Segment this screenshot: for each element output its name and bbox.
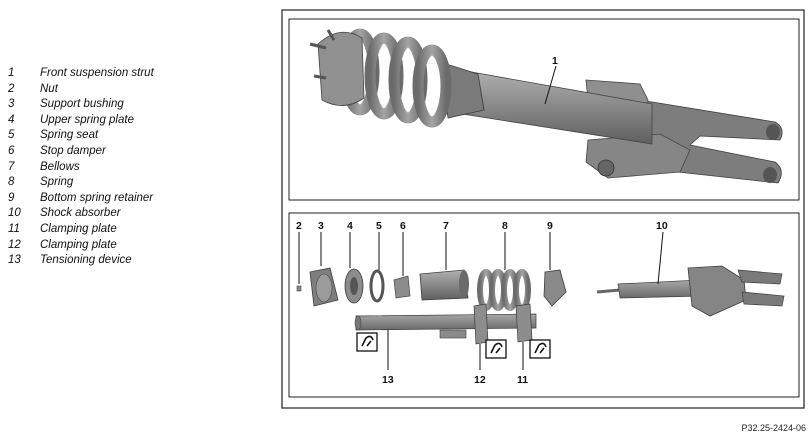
part-tensioning-device	[354, 313, 537, 370]
legend-item: 8 Spring	[8, 175, 278, 191]
legend-label: Clamping plate	[40, 222, 117, 235]
legend-item: 7 Bellows	[8, 160, 278, 176]
legend-item: 13 Tensioning device	[8, 253, 278, 269]
callout-6: 6	[400, 220, 406, 232]
legend-number: 13	[8, 254, 21, 267]
legend-label: Bellows	[40, 160, 80, 173]
legend-label: Support bushing	[40, 98, 124, 111]
callout-5: 5	[376, 220, 382, 232]
legend-label: Stop damper	[40, 144, 106, 157]
legend-number: 7	[8, 160, 15, 173]
part-spring	[477, 232, 531, 311]
callout-4: 4	[347, 220, 353, 232]
legend-label: Clamping plate	[40, 238, 117, 251]
legend-number: 6	[8, 144, 15, 157]
legend-number: 1	[8, 67, 15, 79]
legend-item: 12 Clamping plate	[8, 238, 278, 254]
legend-label: Shock absorber	[40, 207, 121, 220]
assembled-strut	[309, 28, 783, 184]
legend-label: Spring	[40, 176, 74, 189]
special-tool-icon	[356, 332, 378, 352]
part-bellows	[419, 232, 469, 301]
part-bottom-spring-retainer	[543, 232, 567, 307]
part-clamping-plate-11	[515, 303, 533, 370]
outer-frame	[281, 9, 805, 409]
part-upper-spring-plate	[344, 232, 364, 304]
legend-number: 8	[8, 176, 15, 189]
legend-item: 2 Nut	[8, 82, 278, 98]
legend-number: 3	[8, 98, 15, 111]
callout-9: 9	[547, 220, 553, 232]
legend-number: 12	[8, 238, 21, 251]
legend-item: 5 Spring seat	[8, 128, 278, 144]
legend-label: Tensioning device	[40, 254, 132, 267]
callout-10: 10	[656, 220, 668, 232]
part-clamping-plate-12	[473, 303, 489, 370]
legend-label: Nut	[40, 82, 58, 95]
legend-item: 9 Bottom spring retainer	[8, 191, 278, 207]
legend-item: 4 Upper spring plate	[8, 113, 278, 129]
parts-legend: 1 Front suspension strut 2 Nut 3 Support bush…	[8, 66, 278, 269]
legend-number: 11	[8, 222, 20, 235]
callout-7: 7	[443, 220, 449, 232]
legend-number: 2	[8, 82, 15, 95]
legend-item: 6 Stop damper	[8, 144, 278, 160]
exploded-view-panel	[288, 212, 800, 398]
legend-number: 9	[8, 191, 15, 204]
part-spring-seat	[369, 232, 385, 303]
legend-item: 11 Clamping plate	[8, 222, 278, 238]
callout-12: 12	[474, 374, 486, 386]
legend-item: 1 Front suspension strut	[8, 66, 278, 82]
special-tool-icon	[529, 339, 551, 359]
legend-label: Front suspension strut	[40, 67, 154, 79]
callout-2: 2	[296, 220, 302, 232]
callout-11: 11	[517, 374, 528, 386]
legend-label: Upper spring plate	[40, 113, 134, 126]
callout-13: 13	[382, 374, 394, 386]
part-support-bushing	[309, 232, 339, 307]
assembled-view-panel	[288, 18, 800, 201]
special-tool-icon	[485, 339, 507, 359]
figure-reference-code: P32.25-2424-06	[741, 423, 806, 433]
callout-8: 8	[502, 220, 508, 232]
legend-item: 10 Shock absorber	[8, 206, 278, 222]
legend-number: 5	[8, 129, 15, 142]
legend-item: 3 Support bushing	[8, 97, 278, 113]
part-shock-absorber	[596, 231, 785, 317]
callout-1: 1	[552, 55, 558, 67]
part-nut	[296, 232, 302, 292]
legend-number: 10	[8, 207, 21, 220]
legend-label: Bottom spring retainer	[40, 191, 154, 204]
legend-label: Spring seat	[40, 129, 99, 142]
part-stop-damper	[393, 232, 411, 299]
callout-3: 3	[318, 220, 324, 232]
legend-number: 4	[8, 113, 15, 126]
